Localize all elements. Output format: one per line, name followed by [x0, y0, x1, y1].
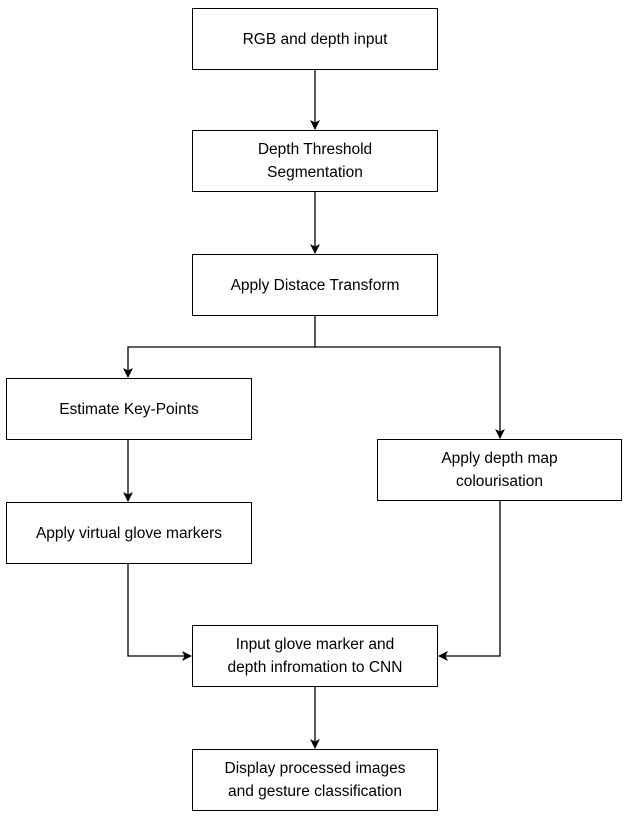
node-rgb-depth-input: RGB and depth input [192, 8, 438, 70]
node-cnn-input-label: Input glove marker and depth infromation… [227, 636, 403, 676]
node-virtual-glove: Apply virtual glove markers [6, 502, 252, 564]
node-virtual-glove-label: Apply virtual glove markers [35, 524, 223, 542]
edge-colourisation-to-cnn [438, 501, 501, 661]
node-cnn-input: Input glove marker and depth infromation… [192, 625, 438, 687]
node-estimate-keypoints-label: Estimate Key-Points [59, 400, 199, 418]
node-depth-threshold: Depth Threshold Segmentation [192, 130, 438, 192]
node-display-output: Display processed images and gesture cla… [192, 749, 438, 811]
node-display-output-label: Display processed images and gesture cla… [224, 760, 406, 800]
node-distance-transform-label: Apply Distace Transform [230, 276, 400, 294]
node-distance-transform: Apply Distace Transform [192, 254, 438, 316]
node-rgb-depth-input-label: RGB and depth input [242, 30, 388, 48]
node-depth-threshold-label: Depth Threshold Segmentation [257, 141, 373, 181]
node-estimate-keypoints: Estimate Key-Points [6, 378, 252, 440]
node-depth-colourisation: Apply depth map colourisation [377, 439, 622, 501]
edge-glove-to-cnn [127, 564, 192, 661]
node-depth-colourisation-label: Apply depth map colourisation [441, 450, 558, 490]
edge-distance-transform-to-colourisation [315, 346, 505, 439]
edge-distance-transform-to-keypoints [123, 316, 316, 378]
